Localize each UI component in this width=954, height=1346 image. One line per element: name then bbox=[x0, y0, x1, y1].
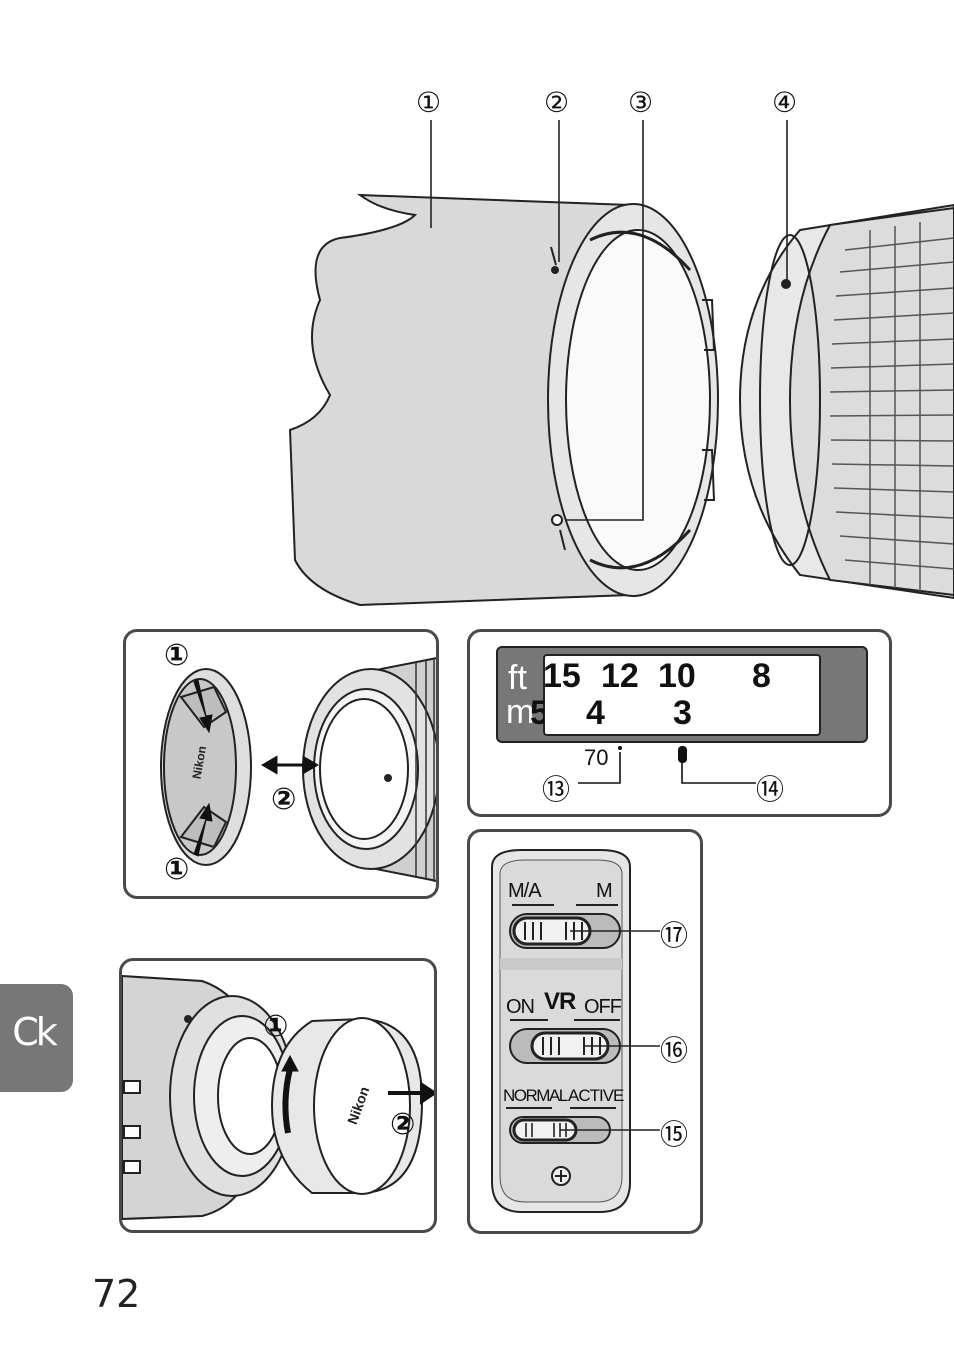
unit-ft: ft bbox=[508, 659, 527, 697]
front-cap-drawing: Nikon bbox=[160, 657, 436, 882]
front-cap-brand: Nikon bbox=[190, 745, 210, 780]
ft-value-12: 12 bbox=[601, 657, 639, 695]
lens-body bbox=[738, 203, 954, 600]
m-value-3: 3 bbox=[673, 694, 692, 732]
hood-lens-drawing bbox=[288, 120, 954, 607]
vr-title: VR bbox=[544, 988, 576, 1015]
language-side-tab-label: Ck bbox=[12, 1010, 58, 1054]
callout-lens-hood-mark: ④ bbox=[772, 86, 798, 119]
switch-panel: M/A M ⑰ VR ON OFF ⑯ NORMAL ACTIVE ⑮ bbox=[467, 829, 703, 1234]
rear-cap-callout-remove: ② bbox=[390, 1107, 416, 1142]
callout-vr-switch: ⑯ bbox=[660, 1034, 689, 1067]
scale-leaders bbox=[578, 746, 756, 784]
distance-scale-inner bbox=[543, 654, 821, 736]
focus-mode-label-m: M bbox=[596, 880, 613, 902]
callout-focus-mode-switch: ⑰ bbox=[660, 919, 689, 952]
ft-value-15: 15 bbox=[543, 657, 581, 695]
rear-cap-panel: Nikon ① ② bbox=[119, 958, 437, 1233]
focus-mode-label-ma: M/A bbox=[508, 880, 542, 902]
front-cap-callout-top: ① bbox=[164, 638, 190, 673]
front-cap-callout-bottom: ① bbox=[164, 852, 190, 887]
m-value-5: 5 bbox=[530, 694, 544, 732]
leader-lines bbox=[430, 120, 788, 521]
vr-mode-label-active: ACTIVE bbox=[568, 1086, 624, 1105]
callout-focal-length-mark: ⑬ bbox=[542, 773, 571, 806]
language-side-tab: Ck bbox=[0, 984, 73, 1092]
vr-mode-label-normal: NORMAL bbox=[503, 1086, 568, 1105]
distance-scale-panel: ft m 15 12 10 8 5 4 3 70 ⑬ ⑭ bbox=[467, 629, 892, 817]
rear-cap-callout-rotate: ① bbox=[263, 1009, 289, 1044]
callout-hood-mount-index: ② bbox=[544, 86, 570, 119]
callout-vr-mode-switch: ⑮ bbox=[660, 1118, 689, 1151]
rear-cap-drawing: Nikon bbox=[122, 974, 434, 1221]
vr-label-on: ON bbox=[506, 996, 535, 1018]
ft-value-8: 8 bbox=[752, 657, 771, 695]
switch-plate-drawing bbox=[491, 849, 660, 1213]
m-value-4: 4 bbox=[586, 694, 605, 732]
lens-hood bbox=[288, 193, 719, 607]
front-cap-callout-move: ② bbox=[271, 782, 297, 817]
vr-label-off: OFF bbox=[584, 996, 622, 1018]
callout-hood-alignment-mark: ③ bbox=[628, 86, 654, 119]
callout-distance-mark: ⑭ bbox=[756, 773, 785, 806]
ft-value-10: 10 bbox=[658, 657, 696, 695]
focal-length-mark-label: 70 bbox=[584, 745, 609, 770]
page-number: 72 bbox=[92, 1272, 141, 1316]
unit-m: m bbox=[506, 693, 535, 731]
front-cap-panel: Nikon ① ① ② bbox=[123, 629, 439, 899]
callout-hood: ① bbox=[416, 86, 442, 119]
